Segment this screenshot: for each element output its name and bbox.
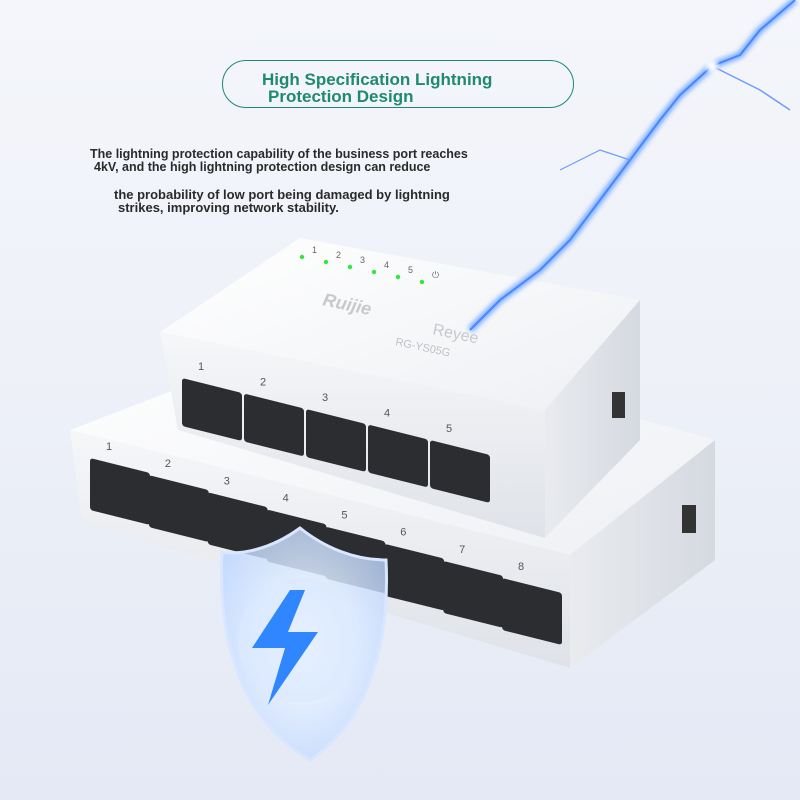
- port-label: 3: [224, 475, 230, 487]
- status-led: [347, 264, 353, 270]
- description-line-1: The lightning protection capability of t…: [90, 147, 468, 161]
- description-paragraph-2: the probability of low port being damage…: [114, 188, 450, 214]
- status-led: [419, 279, 425, 285]
- large-switch-port-8: 8: [502, 561, 562, 645]
- port-label: 5: [446, 423, 452, 435]
- lightning-bolt: [467, 0, 798, 333]
- port-label: 7: [459, 544, 465, 556]
- small-switch-port-2: 2: [244, 377, 304, 456]
- large-switch-port-3: 3: [207, 475, 268, 559]
- status-led: [299, 254, 305, 260]
- led-label: 1: [312, 245, 317, 255]
- status-led: [371, 269, 377, 275]
- port-label: 1: [198, 361, 204, 373]
- led-label: 3: [360, 255, 365, 265]
- lightning-icon: [252, 590, 318, 705]
- title-line-2: Protection Design: [268, 87, 414, 106]
- port-label: 4: [384, 408, 390, 420]
- description-line-4: strikes, improving network stability.: [118, 200, 339, 215]
- shield-icon: [220, 526, 388, 762]
- large-switch-port-1: 1: [90, 441, 150, 525]
- status-led: [395, 274, 401, 280]
- large-switch-port-2: 2: [148, 458, 209, 542]
- description-line-3: the probability of low port being damage…: [114, 187, 450, 202]
- port-label: 5: [341, 510, 347, 522]
- dc-jack-icon: [682, 505, 696, 533]
- small-switch-port-4: 4: [368, 408, 428, 487]
- port-label: 2: [260, 377, 266, 389]
- large-switch-port-7: 7: [443, 544, 504, 628]
- small-switch-port-3: 3: [306, 392, 366, 472]
- port-label: 6: [400, 527, 406, 539]
- port-label: 4: [283, 492, 289, 504]
- title-badge: [222, 60, 574, 108]
- dc-jack-icon: [612, 392, 625, 418]
- port-label: 2: [165, 458, 171, 470]
- large-switch-port-6: 6: [384, 527, 445, 611]
- status-led: [323, 259, 329, 265]
- small-switch-port-1: 1: [182, 361, 242, 441]
- port-label: 1: [106, 441, 112, 453]
- title-line-1: High Specification Lightning: [262, 70, 493, 89]
- page-title: High Specification Lightning Protection …: [262, 71, 492, 105]
- led-label: 2: [336, 250, 341, 260]
- small-switch-port-5: 5: [430, 423, 490, 503]
- port-label: 3: [322, 392, 328, 404]
- led-label: 4: [384, 260, 389, 270]
- port-label: 8: [518, 561, 524, 573]
- description-line-2: 4kV, and the high lightning protection d…: [94, 160, 431, 174]
- led-label: 5: [408, 265, 413, 275]
- description-paragraph-1: The lightning protection capability of t…: [90, 148, 468, 174]
- power-icon: ⏻: [432, 270, 439, 280]
